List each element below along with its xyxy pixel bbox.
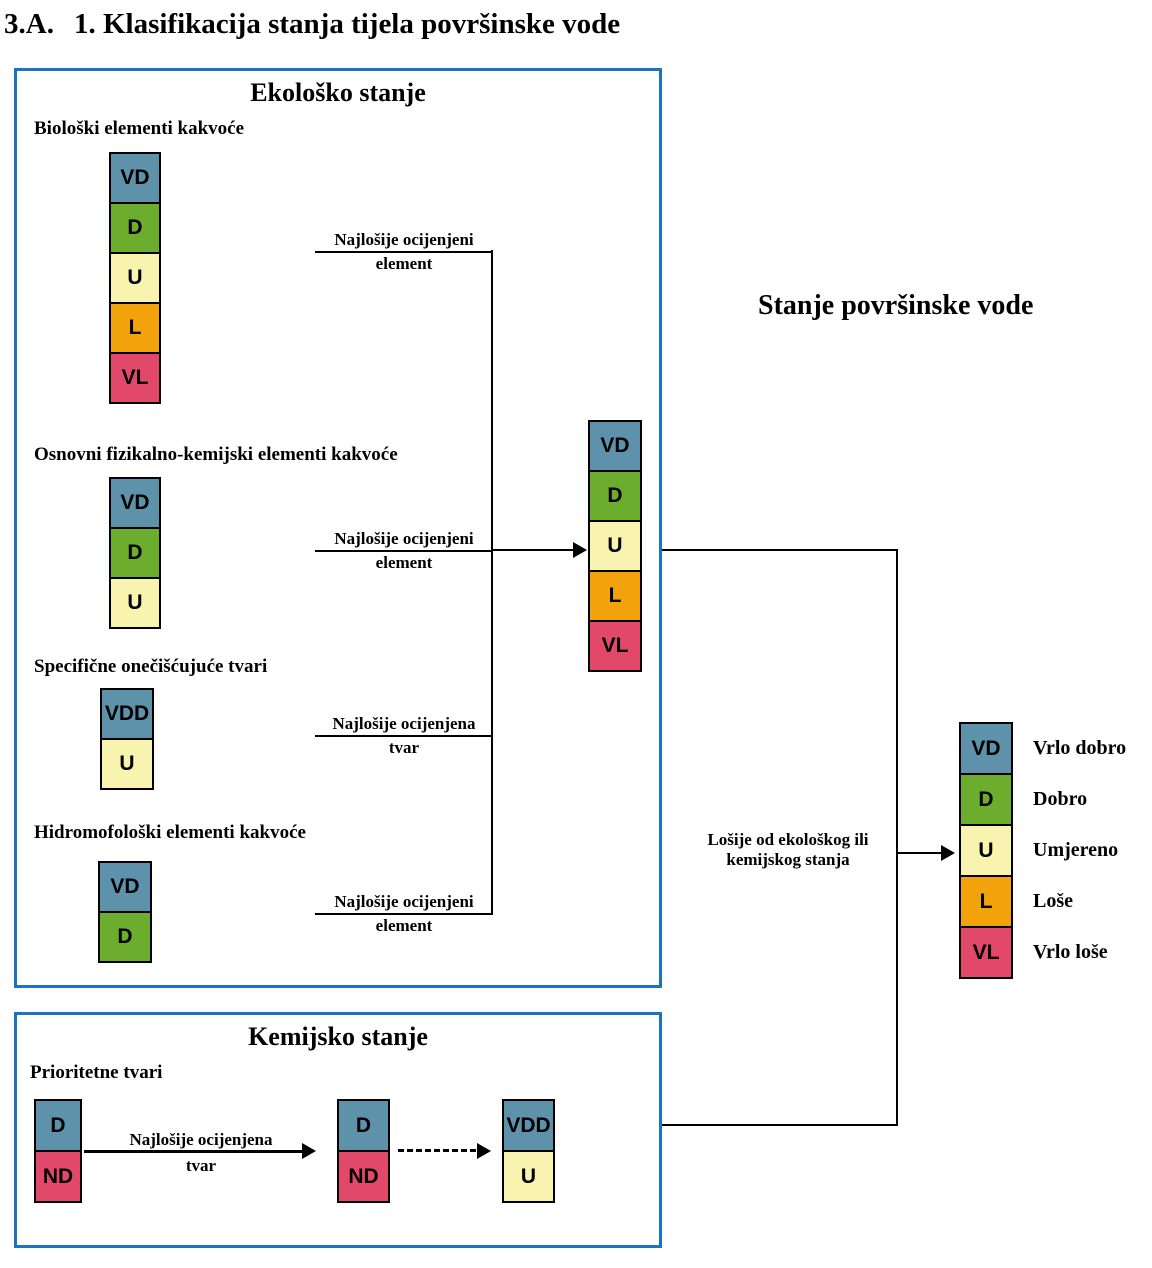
status-cell-u: U — [588, 520, 642, 572]
chemical-arrow-label-line1: Najlošije ocijenjena — [129, 1130, 273, 1149]
connector-label-4-line2: element — [375, 916, 433, 935]
status-cell-vd: VD — [109, 152, 161, 204]
page-title: 3.A. 1. Klasifikacija stanja tijela površ… — [4, 8, 620, 41]
status-cell-d: D — [98, 911, 152, 963]
status-cell-u: U — [109, 252, 161, 304]
section-label-biological: Biološki elementi kakvoće — [34, 118, 245, 139]
eco-result-arrowhead-icon — [573, 542, 587, 558]
legend-row: U Umjereno — [959, 824, 1126, 877]
bracket-bottom-line — [662, 1124, 896, 1126]
status-cell-vdd: VDD — [502, 1099, 555, 1152]
connector-label-3: Najlošije ocijenjena tvar — [315, 713, 493, 759]
surface-water-arrowhead-icon — [941, 845, 955, 861]
legend-label: Vrlo dobro — [1033, 737, 1127, 759]
section-label-hydromorphological: Hidromofološki elementi kakvoće — [34, 822, 306, 843]
status-cell-l: L — [109, 302, 161, 354]
status-cell-nd: ND — [337, 1150, 390, 1203]
status-cell-nd: ND — [34, 1150, 82, 1203]
surface-water-arrow-line — [898, 852, 943, 854]
ecological-status-heading: Ekološko stanje — [250, 78, 426, 107]
surface-water-heading: Stanje površinske vode — [758, 290, 1034, 321]
chemical-arrow-label-line2: tvar — [185, 1156, 217, 1175]
legend-row: VL Vrlo loše — [959, 926, 1126, 979]
bracket-top-line — [662, 549, 896, 551]
status-cell-vdd: VDD — [100, 688, 154, 740]
status-cell-vl: VL — [959, 926, 1013, 979]
status-cell-vd: VD — [959, 722, 1013, 775]
legend-row: VD Vrlo dobro — [959, 722, 1126, 775]
connector-label-1-line2: element — [375, 254, 433, 273]
status-cell-d: D — [959, 773, 1013, 826]
status-cell-vd: VD — [98, 861, 152, 913]
status-cell-d: D — [588, 470, 642, 522]
legend-row: L Loše — [959, 875, 1126, 928]
legend-row: D Dobro — [959, 773, 1126, 826]
page-title-numbering: 3.A. — [4, 8, 54, 40]
status-cell-d: D — [109, 202, 161, 254]
chemical-status-heading: Kemijsko stanje — [248, 1022, 428, 1051]
connector-label-2: Najlošije ocijenjeni element — [315, 528, 493, 574]
connector-label-2-line1: Najlošije ocijenjeni — [315, 528, 493, 552]
bridge-label: Lošije od ekološkog ili kemijskog stanja — [688, 830, 888, 870]
connector-label-1: Najlošije ocijenjeni element — [315, 229, 493, 275]
bridge-label-line2: kemijskog stanja — [726, 850, 850, 869]
legend-label: Umjereno — [1033, 839, 1119, 861]
status-cell-l: L — [959, 875, 1013, 928]
status-cell-d: D — [34, 1099, 82, 1152]
status-cell-d: D — [337, 1099, 390, 1152]
chemical-arrow-label: Najlošije ocijenjena tvar — [95, 1130, 307, 1176]
section-label-specific-pollutants: Specifične onečišćujuće tvari — [34, 656, 268, 677]
connector-label-1-line1: Najlošije ocijenjeni — [315, 229, 493, 253]
status-cell-vl: VL — [588, 620, 642, 672]
chemical-arrow-line — [84, 1150, 304, 1153]
status-cell-u: U — [959, 824, 1013, 877]
status-cell-d: D — [109, 527, 161, 579]
connector-label-4-line1: Najlošije ocijenjeni — [315, 891, 493, 915]
status-cell-vd: VD — [109, 477, 161, 529]
legend-label: Vrlo loše — [1033, 941, 1108, 963]
eco-result-arrow-line — [493, 549, 575, 551]
chemical-arrowhead-icon — [302, 1143, 316, 1159]
ecological-status-frame — [14, 68, 662, 988]
chemical-status-frame — [14, 1012, 662, 1248]
connector-label-3-line1: Najlošije ocijenjena — [315, 713, 493, 737]
connector-label-2-line2: element — [375, 553, 433, 572]
status-cell-u: U — [502, 1150, 555, 1203]
collector-line — [491, 250, 493, 915]
legend-label: Loše — [1033, 890, 1073, 912]
chemical-dashed-arrowhead-icon — [477, 1143, 491, 1159]
priority-substances-label: Prioritetne tvari — [30, 1062, 163, 1083]
connector-label-3-line2: tvar — [388, 738, 420, 757]
status-cell-u: U — [109, 577, 161, 629]
status-cell-vl: VL — [109, 352, 161, 404]
bridge-label-line1: Lošije od ekološkog ili — [707, 830, 869, 849]
connector-label-4: Najlošije ocijenjeni element — [315, 891, 493, 937]
status-cell-vd: VD — [588, 420, 642, 472]
status-cell-u: U — [100, 738, 154, 790]
chemical-dashed-arrow-line — [398, 1149, 476, 1152]
page-title-text: 1. Klasifikacija stanja tijela površinsk… — [73, 8, 621, 40]
section-label-physico-chemical: Osnovni fizikalno-kemijski elementi kakv… — [34, 444, 398, 465]
status-cell-l: L — [588, 570, 642, 622]
bracket-vertical-line — [896, 549, 898, 1126]
legend-label: Dobro — [1033, 788, 1088, 810]
